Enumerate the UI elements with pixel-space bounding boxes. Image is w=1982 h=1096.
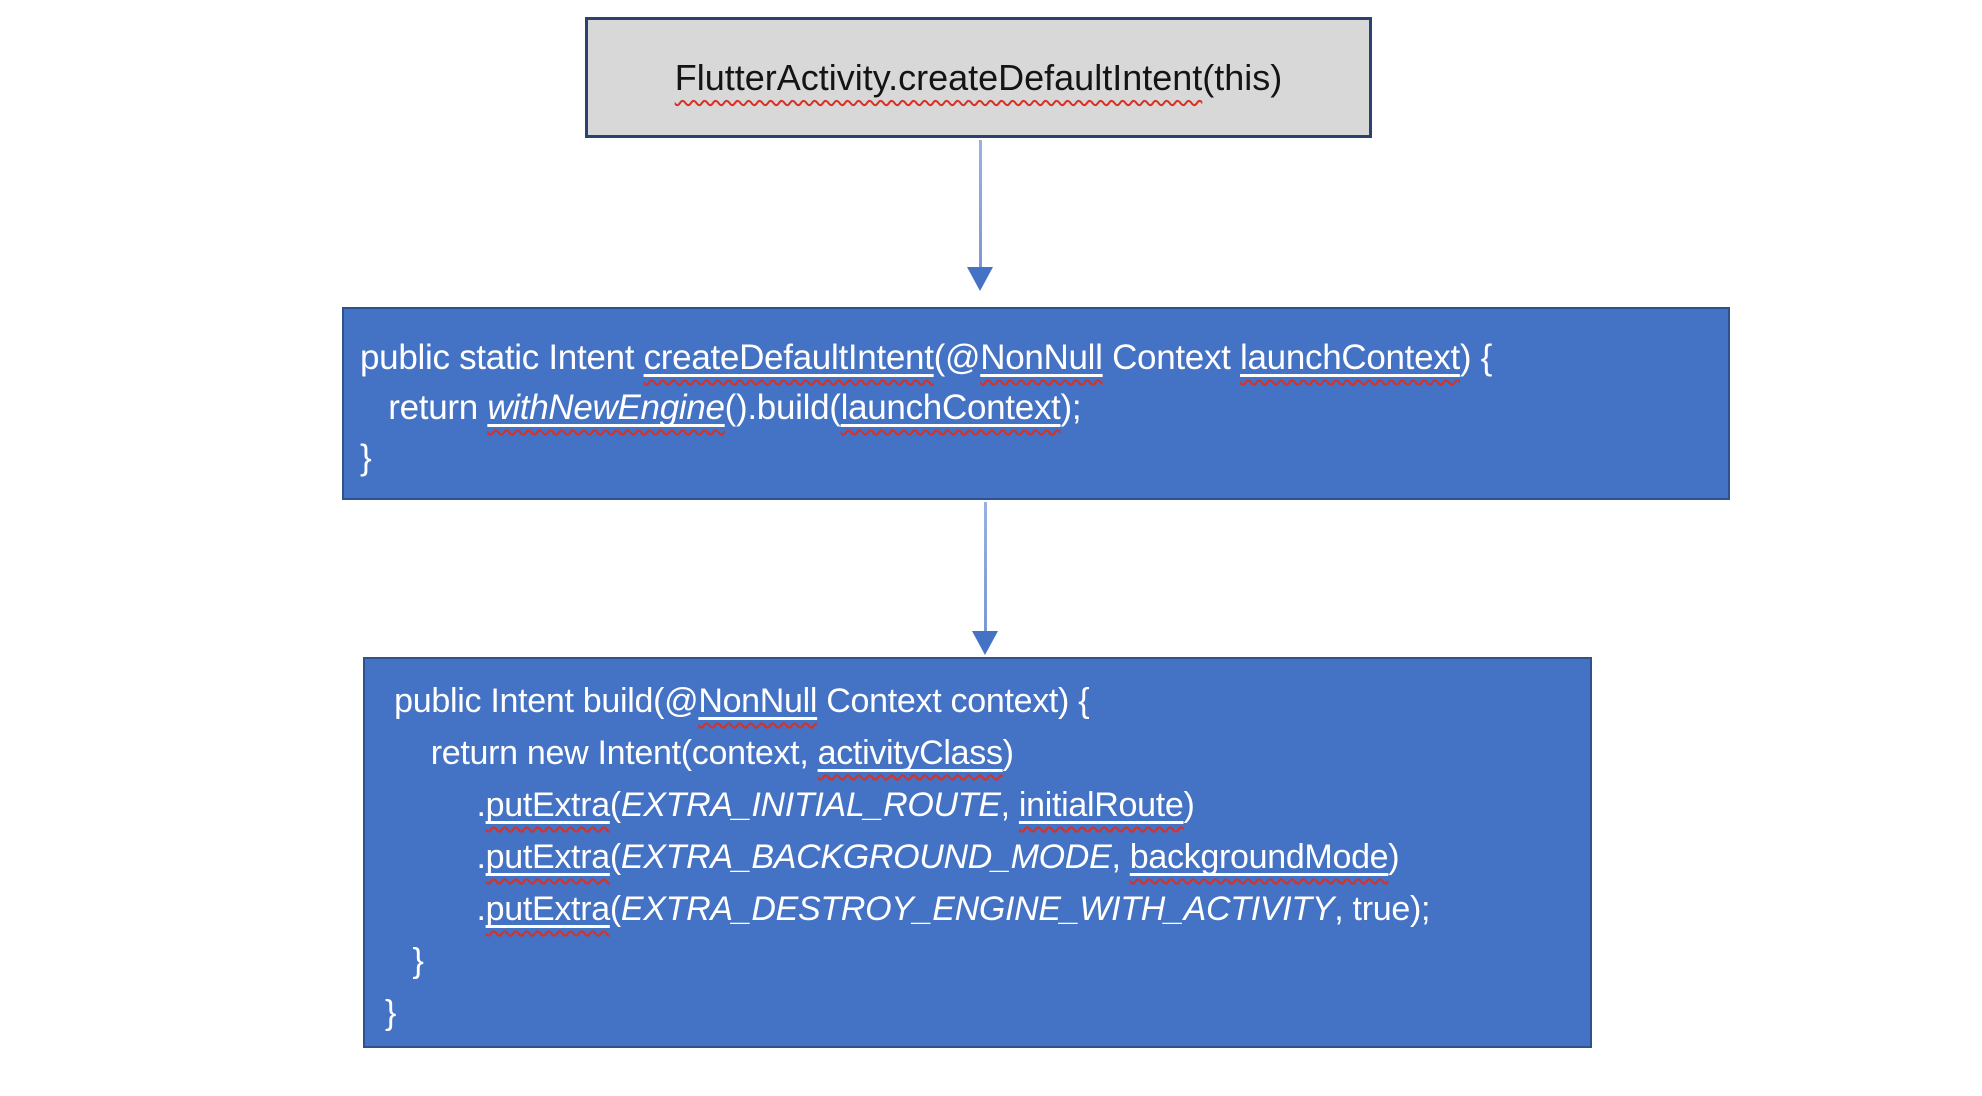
code-line: .putExtra(EXTRA_INITIAL_ROUTE, initialRo… xyxy=(385,779,1584,831)
code-segment: . xyxy=(385,838,486,876)
code-segment: putExtra xyxy=(485,838,611,876)
code-segment: putExtra xyxy=(485,890,611,928)
code-line: } xyxy=(360,433,1720,483)
code-segment: ( xyxy=(609,838,621,876)
code-line: } xyxy=(385,987,1584,1039)
code-segment: , xyxy=(1000,786,1019,824)
code-segment: activityClass xyxy=(817,734,1003,772)
code-segment: (this) xyxy=(1202,56,1283,98)
code-line: public static Intent createDefaultIntent… xyxy=(360,333,1720,383)
code-line: FlutterActivity.createDefaultIntent(this… xyxy=(675,57,1283,99)
code-segment: createDefaultIntent xyxy=(643,338,934,377)
code-segment: (@ xyxy=(933,338,981,377)
code-segment: ( xyxy=(609,890,621,928)
code-segment: FlutterActivity.createDefaultIntent xyxy=(674,56,1203,98)
code-segment: ) xyxy=(1183,786,1195,824)
code-segment: ().build( xyxy=(724,388,841,427)
code-line: .putExtra(EXTRA_DESTROY_ENGINE_WITH_ACTI… xyxy=(385,883,1584,935)
code-line: } xyxy=(385,935,1584,987)
code-segment: Context xyxy=(1102,338,1241,377)
code-segment: . xyxy=(385,786,486,824)
code-line: return new Intent(context, activityClass… xyxy=(385,727,1584,779)
code-segment: withNewEngine xyxy=(487,388,725,427)
code-segment: . xyxy=(385,890,486,928)
caller-statement-box: FlutterActivity.createDefaultIntent(this… xyxy=(585,17,1372,138)
code-segment: ) xyxy=(1002,734,1014,772)
code-segment: ) xyxy=(1388,838,1400,876)
code-segment: } xyxy=(385,994,397,1032)
code-segment: public Intent build(@ xyxy=(385,682,699,720)
code-segment: EXTRA_DESTROY_ENGINE_WITH_ACTIVITY xyxy=(620,890,1335,928)
code-segment: return new Intent(context, xyxy=(385,734,818,772)
code-segment: return xyxy=(360,388,488,427)
code-line: return withNewEngine().build(launchConte… xyxy=(360,383,1720,433)
code-segment: } xyxy=(385,942,424,980)
code-segment: putExtra xyxy=(485,786,611,824)
code-segment: public static Intent xyxy=(360,338,644,377)
code-segment: ); xyxy=(1060,388,1082,427)
code-segment: initialRoute xyxy=(1018,786,1184,824)
build-method-code-box: public Intent build(@NonNull Context con… xyxy=(363,657,1592,1048)
code-segment: EXTRA_BACKGROUND_MODE xyxy=(620,838,1112,876)
create-default-intent-code-box: public static Intent createDefaultIntent… xyxy=(342,307,1730,500)
code-segment: Context context) { xyxy=(817,682,1090,720)
code-segment: , xyxy=(1111,838,1130,876)
code-segment: } xyxy=(360,438,372,477)
code-line: .putExtra(EXTRA_BACKGROUND_MODE, backgro… xyxy=(385,831,1584,883)
code-line: public Intent build(@NonNull Context con… xyxy=(385,675,1584,727)
arrow-shaft xyxy=(984,502,987,631)
code-segment: backgroundMode xyxy=(1129,838,1389,876)
code-segment: launchContext xyxy=(1240,338,1460,377)
code-segment: NonNull xyxy=(698,682,818,720)
code-segment: launchContext xyxy=(840,388,1061,427)
arrow-down-icon xyxy=(972,631,998,655)
arrow-down-icon xyxy=(967,267,993,291)
code-segment: ( xyxy=(609,786,621,824)
code-segment: ) { xyxy=(1459,338,1493,377)
code-segment: , true); xyxy=(1334,890,1431,928)
code-segment: EXTRA_INITIAL_ROUTE xyxy=(620,786,1001,824)
code-segment: NonNull xyxy=(980,338,1103,377)
arrow-shaft xyxy=(979,140,982,267)
